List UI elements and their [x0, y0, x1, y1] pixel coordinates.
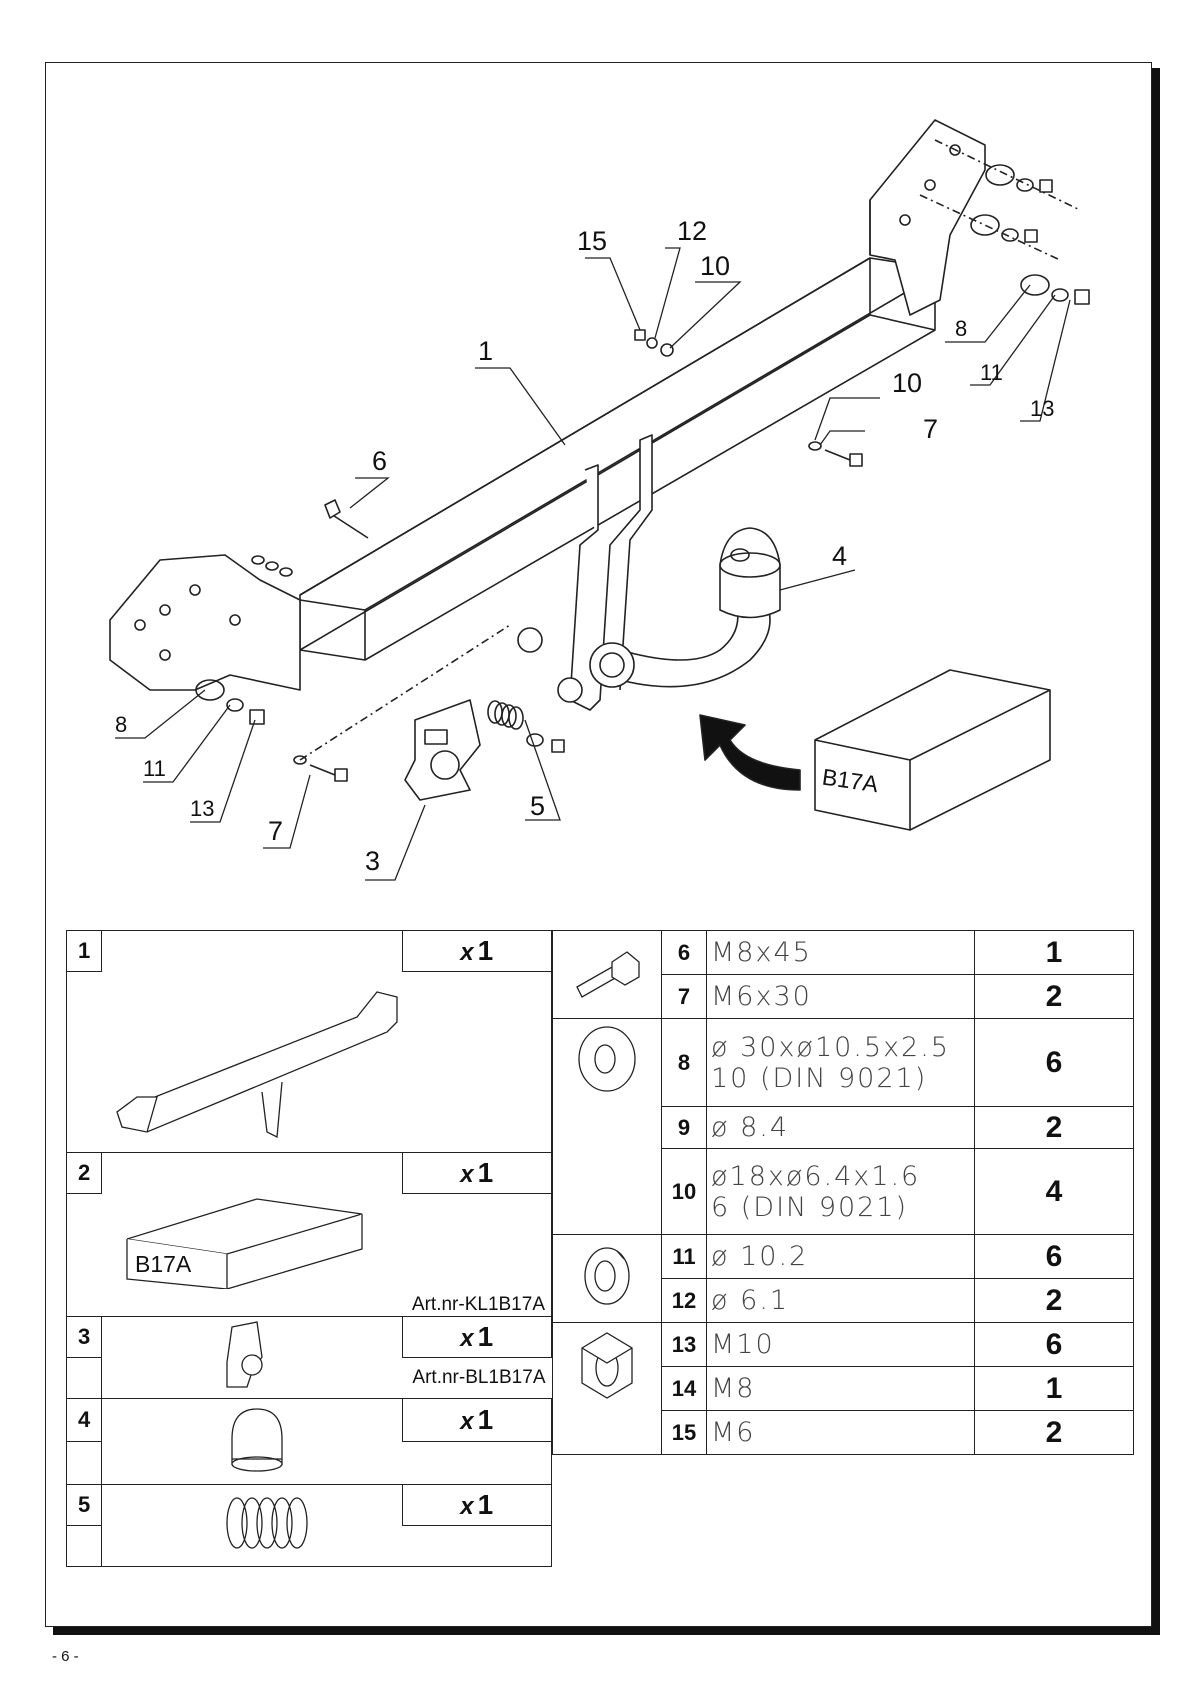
- top-fasteners: [634, 329, 674, 357]
- spring-washer-image-cell: [552, 1234, 662, 1323]
- callout-12: 12: [677, 216, 707, 246]
- part-quantity: 2: [974, 1106, 1134, 1149]
- callout-10-right: 10: [892, 368, 922, 398]
- ball-cover-thumbnail: [231, 1408, 283, 1472]
- part-spec: M8x45: [706, 930, 975, 975]
- part-quantity: 4: [974, 1148, 1134, 1235]
- part-number: 6: [661, 930, 707, 975]
- part-number: 1: [65, 930, 103, 972]
- cross-beam-thumbnail: [116, 991, 398, 1139]
- tow-ball: [719, 527, 781, 619]
- part-number: 14: [661, 1366, 707, 1411]
- exploded-diagram: 1 4 5 3 6 7 7 8 8 10 10 11 11 12 13 13 1…: [109, 119, 1090, 881]
- part-quantity: 2: [974, 1410, 1134, 1455]
- spring-washer-icon: [584, 1247, 630, 1305]
- article-number: Art.nr-KL1B17A: [411, 1294, 545, 1315]
- part-number: 2: [65, 1152, 103, 1194]
- callout-1: 1: [478, 336, 493, 366]
- bolt-icon: [576, 951, 640, 998]
- part-quantity: 6: [974, 1322, 1134, 1367]
- left-bracket: [109, 554, 301, 691]
- part-spec: M6x30: [706, 974, 975, 1019]
- bolt-7-right: [808, 441, 863, 467]
- part-quantity: 2: [974, 974, 1134, 1019]
- hitch-hanger: [569, 434, 653, 711]
- nut-image-cell: [552, 1322, 662, 1455]
- part-spec: ø 8.4: [706, 1106, 975, 1149]
- kit-box-label: B17A: [135, 1251, 192, 1277]
- bolt-7-left: [293, 755, 348, 782]
- spring: [487, 700, 524, 730]
- part-number: 11: [661, 1234, 707, 1279]
- callout-13-left: 13: [190, 796, 214, 821]
- frame-shadow-right: [1152, 68, 1160, 1633]
- hex-nut-icon: [581, 1332, 633, 1399]
- page-number: - 6 -: [52, 1648, 79, 1665]
- callout-10-top: 10: [700, 251, 730, 281]
- part-number: 3: [65, 1316, 103, 1358]
- hitch-nuts: [517, 627, 583, 753]
- socket-plate: [404, 699, 481, 801]
- callout-15: 15: [577, 226, 607, 256]
- part-spec: ø 6.1: [706, 1278, 975, 1323]
- left-fasteners: [195, 555, 511, 761]
- callout-5: 5: [530, 791, 545, 821]
- spring-thumbnail: [226, 1497, 308, 1549]
- callout-6: 6: [372, 446, 387, 476]
- electrical-kit-box: [814, 669, 1051, 831]
- part-number: 8: [661, 1018, 707, 1107]
- right-fasteners: [919, 139, 1090, 305]
- article-number: Art.nr-BL1B17A: [412, 1367, 546, 1388]
- curved-arrow: [699, 714, 801, 791]
- part-number: 9: [661, 1106, 707, 1149]
- callout-8-left: 8: [115, 712, 127, 737]
- part-spec: ø 10.2: [706, 1234, 975, 1279]
- part-number: 7: [661, 974, 707, 1019]
- part-illustration-cell: B17A Art.nr-KL1B17A: [66, 1193, 552, 1317]
- socket-plate-thumbnail: [226, 1321, 263, 1388]
- callout-4: 4: [832, 541, 847, 571]
- callout-11-left: 11: [143, 756, 166, 781]
- right-bracket: [869, 119, 986, 316]
- leader-lines: [115, 247, 1071, 881]
- part-quantity: 1: [974, 1366, 1134, 1411]
- washer-icon: [578, 1026, 636, 1092]
- washer-image-cell: [552, 1018, 662, 1235]
- part-spec: M6: [706, 1410, 975, 1455]
- part-number: 12: [661, 1278, 707, 1323]
- part-quantity: 2: [974, 1278, 1134, 1323]
- callout-8-right: 8: [955, 316, 967, 341]
- part-quantity: 6: [974, 1018, 1134, 1107]
- part-quantity: 1: [974, 930, 1134, 975]
- callout-3: 3: [365, 846, 380, 876]
- callout-11-right: 11: [980, 360, 1003, 385]
- box-label: B17A: [821, 764, 881, 798]
- callout-7-right: 7: [923, 414, 938, 444]
- part-spec: M8: [706, 1366, 975, 1411]
- callout-7-left: 7: [268, 816, 283, 846]
- frame-shadow-bottom: [53, 1627, 1160, 1635]
- kit-box-thumbnail: B17A: [126, 1198, 363, 1290]
- bolt-image-cell: [552, 930, 662, 1019]
- part-number: 13: [661, 1322, 707, 1367]
- part-number: 4: [65, 1398, 103, 1442]
- part-number: 5: [65, 1484, 103, 1526]
- bolt-6: [324, 499, 369, 539]
- part-number: 15: [661, 1410, 707, 1455]
- callout-13-right: 13: [1030, 396, 1054, 421]
- part-quantity: 6: [974, 1234, 1134, 1279]
- part-number: 10: [661, 1148, 707, 1235]
- part-illustration-cell: [66, 971, 552, 1153]
- part-spec: M10: [706, 1322, 975, 1367]
